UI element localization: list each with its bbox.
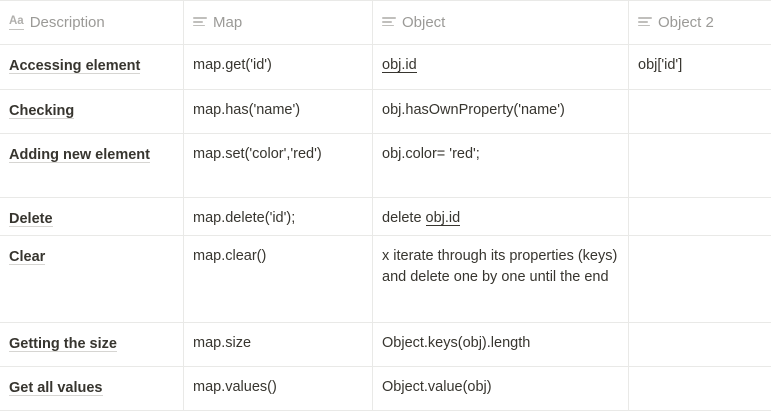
column-header-label: Object 2 <box>658 13 714 31</box>
table-row[interactable]: Clear map.clear() x iterate through its … <box>0 236 771 323</box>
text-lines-icon <box>382 17 396 28</box>
cell-map[interactable]: map.size <box>184 323 373 367</box>
column-header-object-2[interactable]: Object 2 <box>629 1 771 45</box>
cell-map[interactable]: map.get('id') <box>184 45 373 90</box>
cell-value-prefix: Object.value(obj) <box>382 379 492 395</box>
row-title: Get all values <box>9 380 103 396</box>
table-row[interactable]: Get all values map.values() Object.value… <box>0 367 771 411</box>
text-lines-icon <box>193 17 207 28</box>
table-row[interactable]: Delete map.delete('id'); delete obj.id <box>0 198 771 236</box>
cell-value: map.delete('id'); <box>193 210 296 226</box>
cell-object[interactable]: obj.id <box>373 45 629 90</box>
cell-map[interactable]: map.set('color','red') <box>184 134 373 198</box>
cell-object-2[interactable] <box>629 236 771 323</box>
table-row[interactable]: Adding new element map.set('color','red'… <box>0 134 771 198</box>
cell-value-prefix: x iterate through its properties (keys) … <box>382 248 618 285</box>
table-row[interactable]: Checking map.has('name') obj.hasOwnPrope… <box>0 90 771 134</box>
cell-map[interactable]: map.clear() <box>184 236 373 323</box>
cell-object[interactable]: x iterate through its properties (keys) … <box>373 236 629 323</box>
cell-value-prefix: obj.color= 'red'; <box>382 146 480 162</box>
cell-value: obj['id'] <box>638 57 683 73</box>
cell-object[interactable]: obj.color= 'red'; <box>373 134 629 198</box>
column-header-label: Object <box>402 13 446 31</box>
cell-map[interactable]: map.values() <box>184 367 373 411</box>
cell-object-2[interactable] <box>629 367 771 411</box>
row-title: Checking <box>9 103 75 119</box>
cell-value-prefix: obj.hasOwnProperty('name') <box>382 102 565 118</box>
cell-value: map.values() <box>193 379 277 395</box>
cell-map[interactable]: map.delete('id'); <box>184 198 373 236</box>
cell-object-2[interactable] <box>629 134 771 198</box>
cell-description[interactable]: Checking <box>0 90 184 134</box>
table-header-row: Aa Description Map Object Object 2 <box>0 1 771 45</box>
table-row[interactable]: Accessing element map.get('id') obj.id o… <box>0 45 771 90</box>
column-header-label: Map <box>213 13 243 31</box>
cell-value-link[interactable]: obj.id <box>382 57 417 73</box>
cell-object[interactable]: Object.value(obj) <box>373 367 629 411</box>
text-lines-icon <box>638 17 652 28</box>
cell-object[interactable]: delete obj.id <box>373 198 629 236</box>
cell-value-prefix: Object.keys(obj).length <box>382 335 531 351</box>
cell-object-2[interactable] <box>629 323 771 367</box>
cell-object-2[interactable] <box>629 198 771 236</box>
cell-object[interactable]: obj.hasOwnProperty('name') <box>373 90 629 134</box>
cell-map[interactable]: map.has('name') <box>184 90 373 134</box>
cell-object[interactable]: Object.keys(obj).length <box>373 323 629 367</box>
row-title: Accessing element <box>9 58 141 74</box>
row-title: Clear <box>9 249 46 265</box>
cell-description[interactable]: Get all values <box>0 367 184 411</box>
cell-object-2[interactable]: obj['id'] <box>629 45 771 90</box>
cell-value: map.has('name') <box>193 102 301 118</box>
cell-value: map.size <box>193 335 252 351</box>
cell-value: map.get('id') <box>193 57 272 73</box>
column-header-object[interactable]: Object <box>373 1 629 45</box>
row-title: Getting the size <box>9 336 117 352</box>
column-header-description[interactable]: Aa Description <box>0 1 184 45</box>
cell-description[interactable]: Clear <box>0 236 184 323</box>
cell-description[interactable]: Getting the size <box>0 323 184 367</box>
cell-value: map.set('color','red') <box>193 146 322 162</box>
row-title: Adding new element <box>9 147 150 163</box>
cell-description[interactable]: Adding new element <box>0 134 184 198</box>
cell-description[interactable]: Accessing element <box>0 45 184 90</box>
cell-description[interactable]: Delete <box>0 198 184 236</box>
column-header-label: Description <box>29 13 105 31</box>
title-aa-icon: Aa <box>9 15 24 30</box>
table-row[interactable]: Getting the size map.size Object.keys(ob… <box>0 323 771 367</box>
row-title: Delete <box>9 211 53 227</box>
cell-value-link[interactable]: obj.id <box>425 210 461 226</box>
cell-object-2[interactable] <box>629 90 771 134</box>
cell-value-prefix: delete <box>382 210 426 226</box>
cell-value: map.clear() <box>193 248 267 264</box>
column-header-map[interactable]: Map <box>184 1 373 45</box>
